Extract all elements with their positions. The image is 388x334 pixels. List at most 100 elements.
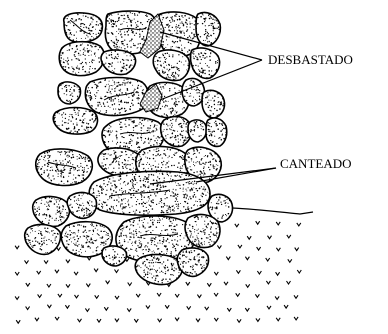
ground-mark bbox=[128, 283, 132, 286]
ground-mark bbox=[205, 307, 209, 310]
ground-mark bbox=[214, 318, 218, 321]
ground-mark bbox=[85, 308, 89, 311]
ground-mark bbox=[65, 305, 69, 308]
ground-mark bbox=[288, 259, 292, 262]
ground-mark bbox=[297, 223, 301, 226]
ground-mark bbox=[175, 318, 179, 321]
ground-mark bbox=[44, 260, 48, 263]
ground-mark bbox=[256, 318, 260, 321]
ground-mark bbox=[47, 305, 51, 308]
ground-mark bbox=[275, 296, 279, 299]
ground-mark bbox=[294, 295, 298, 298]
ground-mark bbox=[134, 319, 138, 322]
ground-mark bbox=[284, 305, 288, 308]
ground-mark bbox=[106, 281, 110, 284]
ground-mark bbox=[295, 248, 299, 251]
ground-mark bbox=[86, 284, 90, 287]
ground-mark bbox=[187, 306, 191, 309]
ground-mark bbox=[74, 272, 78, 275]
ground-mark bbox=[227, 308, 231, 311]
ground-mark bbox=[238, 245, 242, 248]
ground-mark bbox=[26, 283, 30, 286]
ground-mark bbox=[104, 307, 108, 310]
ground-mark bbox=[115, 319, 119, 322]
ground-mark bbox=[55, 317, 59, 320]
ground-mark bbox=[157, 293, 161, 296]
ground-mark bbox=[158, 319, 162, 322]
ground-mark bbox=[196, 319, 200, 322]
ground-mark bbox=[237, 319, 241, 322]
ground-mark bbox=[94, 269, 98, 272]
ground-mark bbox=[276, 248, 280, 251]
ground-mark bbox=[236, 293, 240, 296]
ground-mark bbox=[256, 221, 260, 224]
ground-mark bbox=[246, 284, 250, 287]
ground-mark bbox=[115, 296, 119, 299]
ground-mark bbox=[267, 306, 271, 309]
ground-mark bbox=[95, 295, 99, 298]
ground-mark bbox=[146, 305, 150, 308]
ground-mark bbox=[175, 294, 179, 297]
ground-mark bbox=[197, 295, 201, 298]
ground-mark bbox=[294, 317, 298, 320]
ground-mark bbox=[214, 293, 218, 296]
ground-mark bbox=[226, 257, 230, 260]
ground-mark bbox=[297, 270, 301, 273]
ground-mark bbox=[38, 294, 42, 297]
ground-mark bbox=[25, 260, 29, 263]
ground-mark bbox=[257, 271, 261, 274]
ground-mark bbox=[245, 257, 249, 260]
ground-mark bbox=[136, 294, 140, 297]
ground-mark bbox=[115, 270, 119, 273]
ground-mark bbox=[47, 284, 51, 287]
stone bbox=[25, 225, 61, 255]
stone bbox=[182, 78, 205, 106]
ground-mark bbox=[276, 222, 280, 225]
ground-mark bbox=[37, 271, 41, 274]
ground-mark bbox=[58, 294, 62, 297]
ground-mark bbox=[276, 272, 280, 275]
label-canteado: CANTEADO bbox=[280, 156, 352, 171]
stone bbox=[53, 108, 97, 135]
ground-mark bbox=[165, 305, 169, 308]
ground-mark bbox=[15, 246, 19, 249]
ground-mark bbox=[268, 236, 272, 239]
label-desbastado: DESBASTADO bbox=[268, 52, 353, 67]
ground-mark bbox=[224, 282, 228, 285]
ground-mark bbox=[127, 308, 131, 311]
ground-mark bbox=[78, 319, 82, 322]
ground-mark bbox=[247, 236, 251, 239]
ground-mark bbox=[55, 270, 59, 273]
stone bbox=[36, 149, 93, 186]
ground-mark bbox=[287, 281, 291, 284]
ground-mark bbox=[66, 260, 70, 263]
ground-mark bbox=[217, 245, 221, 248]
ground-mark bbox=[66, 284, 70, 287]
ground-mark bbox=[35, 318, 39, 321]
ground-mark bbox=[15, 272, 19, 275]
stone bbox=[206, 118, 227, 146]
stone bbox=[196, 12, 220, 46]
ground-line bbox=[232, 208, 313, 214]
ground-mark bbox=[186, 282, 190, 285]
ground-mark bbox=[255, 294, 259, 297]
ground-mark bbox=[236, 270, 240, 273]
ground-mark bbox=[276, 318, 280, 321]
ground-mark bbox=[75, 295, 79, 298]
ground-mark bbox=[257, 247, 261, 250]
ground-mark bbox=[214, 272, 218, 275]
ground-mark bbox=[97, 319, 101, 322]
ground-mark bbox=[266, 281, 270, 284]
ground-mark bbox=[207, 283, 211, 286]
ground-mark bbox=[287, 235, 291, 238]
ground-mark bbox=[245, 308, 249, 311]
ground-mark bbox=[16, 320, 20, 323]
ground-mark bbox=[235, 224, 239, 227]
stone-blocks bbox=[25, 10, 233, 284]
ground-mark bbox=[26, 307, 30, 310]
stone bbox=[59, 42, 104, 76]
ground-mark bbox=[266, 258, 270, 261]
ground-mark bbox=[15, 296, 19, 299]
